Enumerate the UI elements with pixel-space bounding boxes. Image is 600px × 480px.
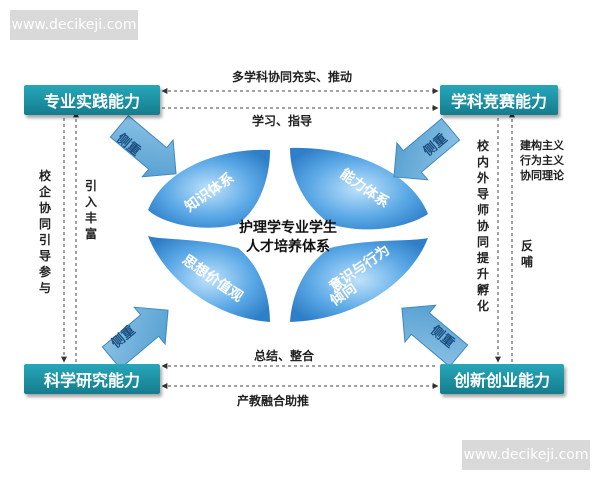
emphasis-arrow-top-left <box>109 114 177 178</box>
label-left-inner: 引入丰富 <box>84 179 97 241</box>
quadrant-top-right <box>290 147 428 230</box>
label-right-inner: 校内外导师协同提升孵化 <box>476 139 489 313</box>
label-right-feedback: 反哺 <box>520 239 533 269</box>
box-discipline-competition: 学科竞赛能力 <box>440 85 558 115</box>
watermark-top: www.decikeji.com <box>10 10 138 40</box>
emphasis-arrow-top-right <box>393 117 461 181</box>
label-top-upper: 多学科协同充实、推动 <box>232 70 353 84</box>
label-right-outer-2: 行为主义 <box>520 154 564 167</box>
quadrant-bottom-right <box>290 238 428 322</box>
emphasis-arrow-bottom-right <box>401 304 469 368</box>
label-bottom-upper: 总结、整合 <box>254 349 315 363</box>
box-scientific-research: 科学研究能力 <box>24 364 160 394</box>
box-professional-practice: 专业实践能力 <box>24 85 160 115</box>
label-right-outer-3: 协同理论 <box>520 169 564 182</box>
label-left-outer: 校企协同引导参与 <box>38 169 51 295</box>
box-innovation-entrepreneurship: 创新创业能力 <box>440 364 564 394</box>
watermark-bottom: www.decikeji.com <box>462 440 590 470</box>
center-title-line2: 人才培养体系 <box>246 238 330 255</box>
label-right-outer-1: 建构主义 <box>520 139 564 152</box>
quadrant-top-left <box>148 149 270 228</box>
quadrant-bottom-left <box>148 236 270 322</box>
center-title-line1: 护理学专业学生 <box>239 219 337 236</box>
label-top-lower: 学习、指导 <box>252 114 313 128</box>
core-ellipse <box>148 147 428 322</box>
label-bottom-lower: 产教融合助推 <box>237 394 310 408</box>
emphasis-arrow-bottom-left <box>101 306 169 370</box>
